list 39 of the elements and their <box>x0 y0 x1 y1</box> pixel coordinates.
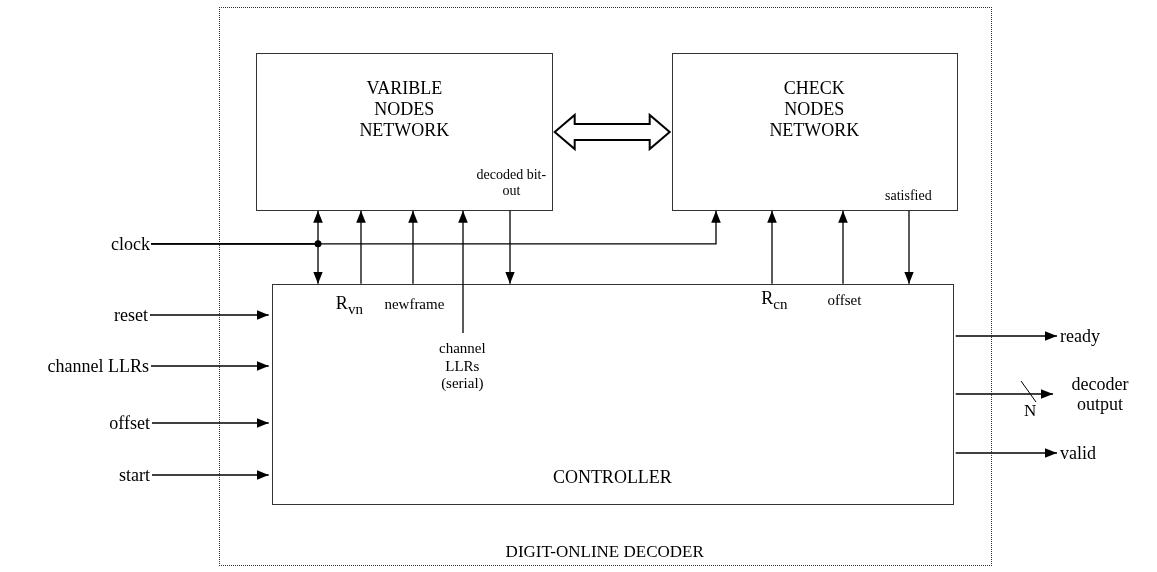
arrow <box>151 418 270 428</box>
arrow <box>955 448 1058 458</box>
arrow <box>149 310 270 320</box>
port-label: satisfied <box>884 188 933 205</box>
bus-width-label: N <box>1024 402 1037 419</box>
signal-label: offset <box>109 412 150 434</box>
arrow <box>150 210 721 245</box>
signal-label: channel LLRs <box>47 355 149 377</box>
block-title: CHECK NODES NETWORK <box>768 78 861 141</box>
bidirectional-bus-arrow <box>553 112 672 152</box>
port-label: channel LLRs (serial) <box>438 340 487 393</box>
arrow <box>838 210 848 285</box>
signal-label: ready <box>1060 325 1100 347</box>
block-title: CONTROLLER <box>551 466 673 488</box>
arrow <box>767 210 777 285</box>
arrow <box>150 361 270 371</box>
block-title: VARIBLE NODES NETWORK <box>358 78 451 141</box>
signal-label: clock <box>111 233 150 255</box>
arrow <box>458 210 468 334</box>
port-label: R$_{vn}$ <box>334 292 364 318</box>
signal-label: start <box>119 464 150 486</box>
arrow <box>505 210 515 285</box>
port-label: decoded bit-out <box>476 167 547 200</box>
arrow <box>955 389 1054 399</box>
port-label: offset <box>826 291 863 310</box>
signal-label: decoder output <box>1056 373 1144 415</box>
arrow <box>955 331 1058 341</box>
arrow <box>151 470 270 480</box>
block-box <box>255 52 553 211</box>
block-box <box>671 52 958 211</box>
port-label: newframe <box>383 295 446 314</box>
port-label: R$_{cn}$ <box>760 287 789 313</box>
block-title: DIGIT-ONLINE DECODER <box>504 541 705 562</box>
controller-box <box>271 283 954 505</box>
arrow <box>356 210 366 285</box>
arrow <box>408 210 418 285</box>
arrow <box>904 210 914 285</box>
signal-label: reset <box>114 304 148 326</box>
signal-label: valid <box>1060 442 1096 464</box>
